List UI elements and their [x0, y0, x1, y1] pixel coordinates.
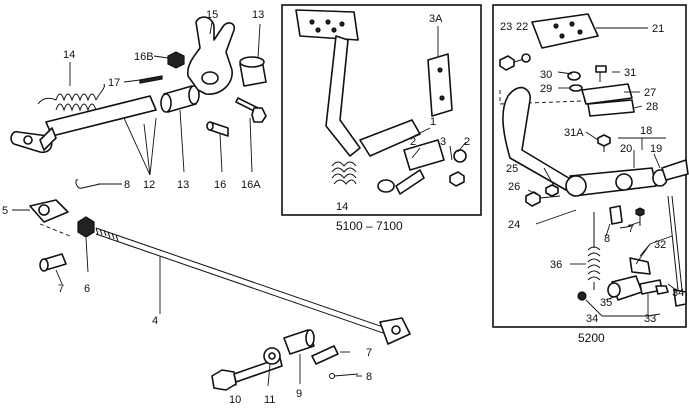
callout-7-left: 7	[58, 283, 64, 295]
callout-7-right: 7	[366, 347, 372, 359]
callout-28: 28	[646, 101, 658, 113]
callout-29: 29	[540, 83, 552, 95]
inset-right-pedal-pad	[531, 13, 599, 49]
callout-15: 15	[206, 9, 218, 21]
inset-right-lower-parts	[577, 275, 669, 301]
jam-nut	[77, 216, 95, 238]
callout-16b: 16B	[134, 51, 154, 63]
callout-8-left: 8	[124, 179, 130, 191]
inset-right-bolt-23	[499, 55, 529, 71]
callout-7-inset: 7	[628, 223, 634, 235]
clevis	[29, 199, 71, 237]
inset-right-washer-22	[521, 53, 531, 63]
callout-34-left: 34	[586, 313, 598, 325]
clevis-pin-left	[39, 253, 67, 272]
callout-23: 23	[500, 21, 512, 33]
callout-16: 16	[214, 179, 226, 191]
callout-27: 27	[644, 87, 656, 99]
callout-25: 25	[506, 163, 518, 175]
washer-11	[263, 347, 281, 365]
callout-30: 30	[540, 69, 552, 81]
inset-left-spring	[331, 161, 357, 185]
callout-19: 19	[650, 143, 662, 155]
return-spring	[37, 83, 105, 112]
leader-lines-inset-left	[409, 26, 467, 161]
pin-16	[206, 121, 229, 137]
callout-4: 4	[152, 315, 158, 327]
callout-5: 5	[2, 205, 8, 217]
spacer-9	[283, 329, 315, 355]
callout-16a: 16A	[241, 179, 261, 191]
callout-31a: 31A	[564, 127, 584, 139]
cotter-pin-bottom	[329, 373, 359, 379]
callout-3a: 3A	[429, 13, 443, 25]
inset-right-small-parts	[609, 205, 645, 229]
callout-6: 6	[84, 283, 90, 295]
callout-13-bottom: 13	[177, 179, 189, 191]
nut-16b	[167, 51, 185, 69]
bushing	[160, 85, 200, 113]
callout-21: 21	[652, 23, 664, 35]
inset-right-bolts	[525, 134, 611, 207]
callout-9: 9	[296, 388, 302, 400]
callout-2-right: 2	[464, 136, 470, 148]
inset-5100-7100-frame	[281, 4, 482, 216]
cross-shaft	[10, 95, 157, 154]
callout-14: 14	[63, 49, 75, 61]
callout-1: 1	[430, 116, 436, 128]
inset-right-rod	[629, 195, 687, 307]
shift-rod	[95, 227, 411, 345]
shift-fork	[186, 16, 236, 95]
inset-right-spring	[587, 212, 601, 290]
callout-18: 18	[640, 125, 652, 137]
cotter-pin-left	[75, 179, 101, 189]
callout-8-bottom: 8	[366, 371, 372, 383]
callout-31: 31	[624, 67, 636, 79]
callout-13-top: 13	[252, 9, 264, 21]
inset-right-bracket	[499, 65, 635, 117]
callout-17: 17	[108, 77, 120, 89]
callout-35: 35	[600, 297, 612, 309]
callout-11: 11	[264, 394, 275, 406]
inset-right-shaft	[565, 159, 689, 197]
callout-8-inset: 8	[604, 233, 610, 245]
callout-32: 32	[654, 239, 666, 251]
inset-left-shaft	[377, 139, 467, 195]
callout-12: 12	[143, 179, 155, 191]
inset-5100-7100-caption: 5100 – 7100	[336, 219, 403, 233]
inset-5200-caption: 5200	[578, 331, 605, 345]
callout-34-right: 34	[672, 287, 684, 299]
callout-10: 10	[229, 394, 241, 406]
callout-2-left: 2	[410, 136, 416, 148]
callout-3: 3	[440, 136, 446, 148]
leader-lines-inset-right	[527, 27, 677, 317]
clevis-pin-right	[311, 345, 339, 365]
bolt-16a	[235, 97, 267, 123]
inset-left-bracket	[427, 53, 453, 117]
callout-14-inset: 14	[336, 201, 348, 213]
callout-22: 22	[516, 21, 528, 33]
sleeve	[239, 56, 267, 87]
callout-33: 33	[644, 313, 656, 325]
leader-lines-main	[12, 21, 362, 387]
pin-17	[139, 75, 163, 84]
callout-20: 20	[620, 143, 632, 155]
inset-left-pedal	[295, 9, 421, 157]
callout-26: 26	[508, 181, 520, 193]
callout-36: 36	[550, 259, 562, 271]
callout-24: 24	[508, 219, 520, 231]
